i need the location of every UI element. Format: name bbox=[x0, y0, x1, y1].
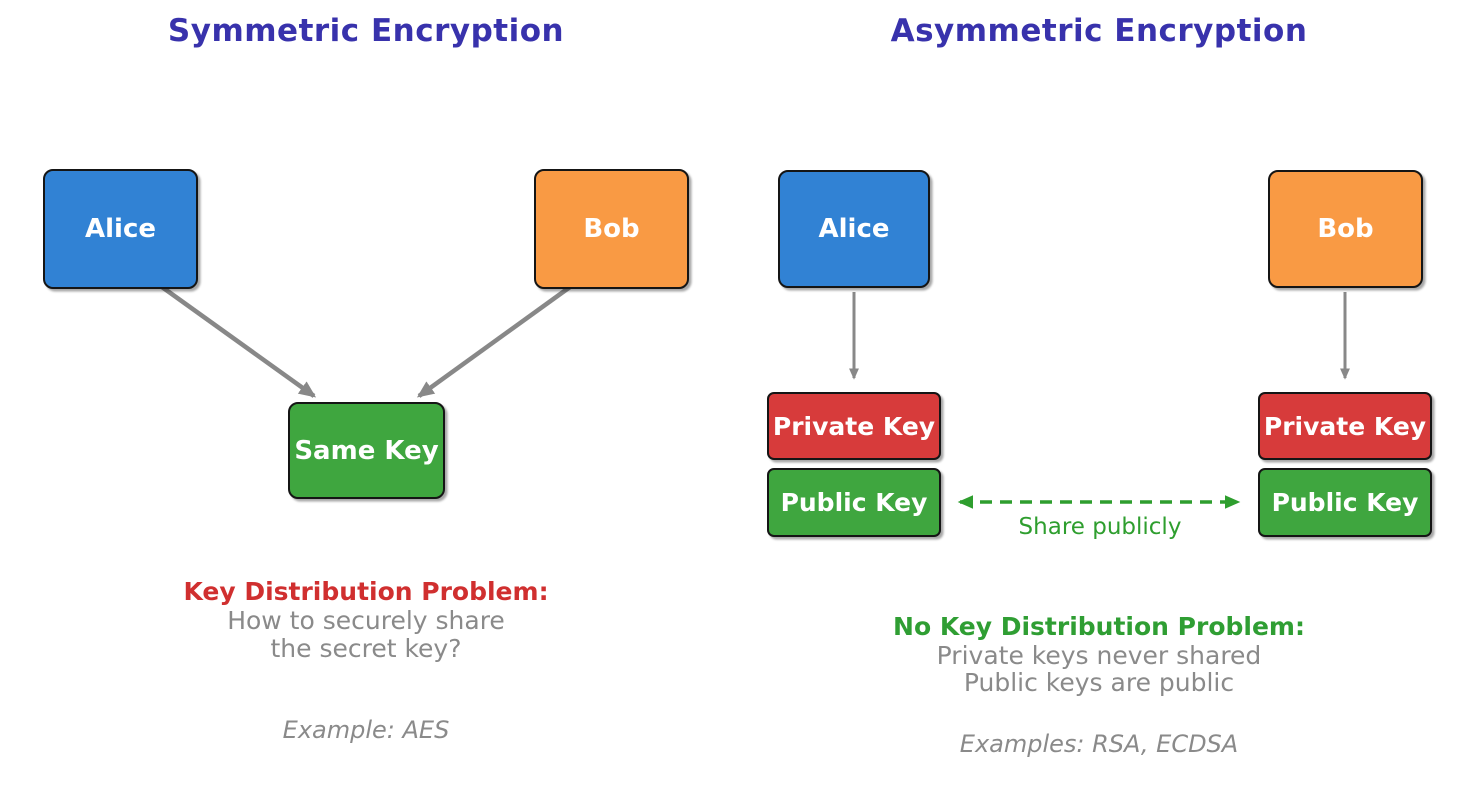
alice-public-key-label: Public Key bbox=[780, 488, 928, 517]
key-distribution-problem-heading: Key Distribution Problem: bbox=[183, 577, 549, 606]
symmetric-alice-box: Alice bbox=[43, 169, 198, 289]
bob-public-key-box: Public Key bbox=[1258, 468, 1432, 537]
alice-private-key-label: Private Key bbox=[772, 411, 936, 441]
bob-private-key-label: Private Key bbox=[1263, 411, 1427, 441]
problem-line-1: How to securely share bbox=[227, 606, 505, 635]
alice-public-key-box: Public Key bbox=[767, 468, 941, 537]
alice-to-samekey-arrow bbox=[160, 285, 317, 398]
bob-to-samekey-arrow bbox=[416, 285, 572, 398]
symmetric-bob-box: Bob bbox=[534, 169, 689, 289]
symmetric-bob-label: Bob bbox=[583, 214, 640, 244]
benefit-line-1: Private keys never shared bbox=[936, 641, 1262, 670]
asymmetric-alice-label: Alice bbox=[818, 214, 890, 244]
no-key-distribution-problem-heading: No Key Distribution Problem: bbox=[893, 612, 1305, 641]
symmetric-example: Example: AES bbox=[282, 716, 450, 744]
symmetric-title: Symmetric Encryption bbox=[167, 13, 565, 49]
asymmetric-bob-label: Bob bbox=[1317, 214, 1374, 244]
alice-private-key-box: Private Key bbox=[767, 392, 941, 460]
share-publicly-label: Share publicly bbox=[1018, 514, 1182, 540]
benefit-line-2: Public keys are public bbox=[963, 668, 1235, 697]
problem-line-2: the secret key? bbox=[270, 634, 462, 663]
asymmetric-bob-box: Bob bbox=[1268, 170, 1423, 288]
same-key-label: Same Key bbox=[294, 435, 439, 466]
symmetric-alice-label: Alice bbox=[85, 214, 156, 244]
bob-private-key-box: Private Key bbox=[1258, 392, 1432, 460]
asymmetric-examples: Examples: RSA, ECDSA bbox=[959, 730, 1239, 758]
same-key-box: Same Key bbox=[288, 402, 445, 499]
asymmetric-title: Asymmetric Encryption bbox=[890, 13, 1308, 49]
bob-public-key-label: Public Key bbox=[1271, 488, 1419, 517]
asymmetric-alice-box: Alice bbox=[778, 170, 930, 288]
